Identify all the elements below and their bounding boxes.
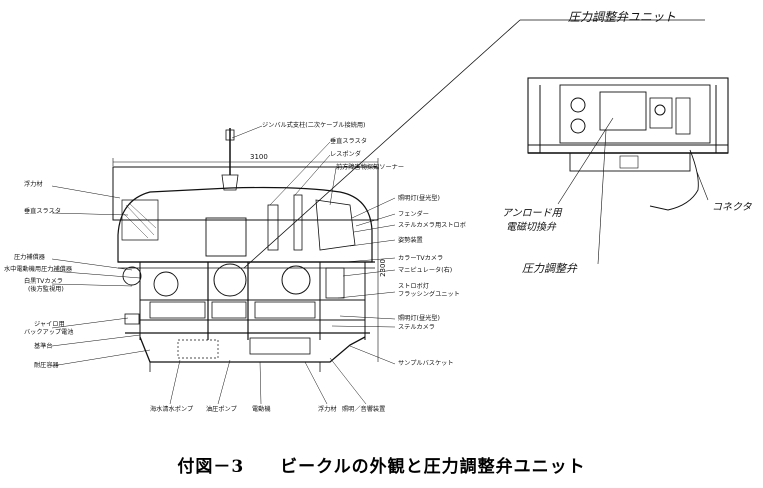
label-vthruster: 垂直スラスタ (24, 208, 62, 215)
label-gimbal: ジンバル式支柱(二次ケーブル接続用) (262, 122, 366, 129)
label-light-bottom: 照明灯(昼光型) (398, 315, 440, 322)
label-baseframe: 基準台 (34, 343, 53, 350)
label-tv-camera: 白黒TVカメラ (24, 278, 63, 285)
upper-frame (112, 166, 379, 221)
inset-label-anrod: アンロード用 (502, 208, 562, 219)
inset-label-regulator: 圧力調整弁 (522, 262, 577, 275)
dim-height: 2300 (378, 259, 387, 277)
label-flashing: フラッシングユニット (398, 291, 460, 298)
label-valve-device: 照明／音響装置 (342, 406, 386, 413)
label-pressure-vessel: 耐圧容器 (34, 362, 59, 369)
label-strobe: ステルカメラ用ストロボ (398, 222, 466, 229)
label-seawater-pump: 海水清水ポンプ (150, 406, 194, 413)
label-strobe-light: ストロボ灯 (398, 283, 429, 290)
valve-unit-inset (527, 77, 729, 265)
label-sample-basket: サンプルバスケット (398, 360, 454, 367)
label-gyro: ジャイロ用 (34, 321, 65, 328)
inset-label-anrod-2: 電磁切換弁 (506, 222, 556, 233)
buoyancy-dome (117, 186, 373, 263)
label-vthruster-top: 垂直スラスタ (330, 138, 368, 145)
label-buoy-material: 浮力材 (318, 406, 337, 413)
label-pressure-comp: 圧力補償器 (14, 254, 45, 261)
inset-label-connector: コネクタ (712, 202, 752, 213)
label-laser-pump: レスポンダ (330, 151, 361, 158)
inset-title: 圧力調整弁ユニット (568, 10, 677, 24)
label-gyro-2: バックアップ電池 (24, 329, 74, 336)
label-light-top: 照明灯(昼光型) (398, 195, 440, 202)
label-hyd-pump: 油圧ポンプ (206, 406, 237, 413)
label-manipulator: マニピュレータ(右) (398, 267, 453, 274)
label-buoyancy: 浮力材 (24, 181, 43, 188)
label-hyd-pressure: 水中電動機用圧力補償器 (4, 266, 73, 273)
label-fender: フェンダー (398, 211, 429, 218)
label-tv-camera-2: (後方監視用) (28, 286, 64, 293)
label-sensor: 姿勢装置 (398, 237, 423, 244)
dim-width: 3100 (250, 153, 268, 161)
label-color-tv: カラーTVカメラ (398, 255, 444, 262)
label-still-camera: ステルカメラ (398, 324, 435, 331)
label-sonar: 前方障害物探知ソーナー (336, 164, 405, 171)
figure-caption: 付図－3 ビークルの外観と圧力調整弁ユニット (177, 457, 586, 477)
label-motor: 電動機 (252, 406, 271, 413)
